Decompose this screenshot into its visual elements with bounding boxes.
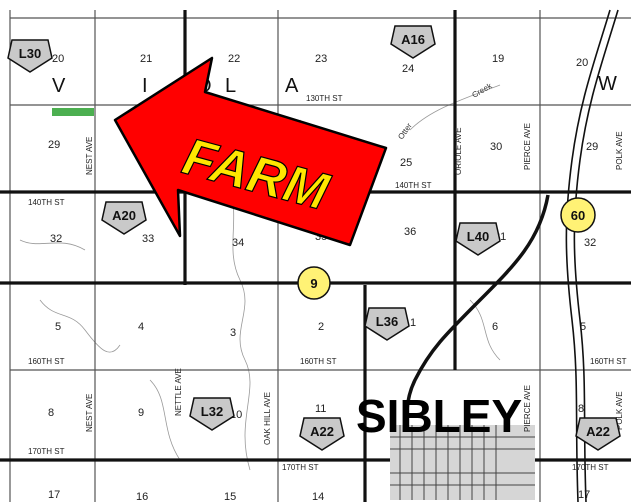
section-number: 16 <box>136 491 148 502</box>
section-number: 36 <box>404 226 416 238</box>
section-number: 23 <box>315 53 327 65</box>
section-number: 8 <box>48 407 54 419</box>
street-label: 160TH ST <box>300 357 337 366</box>
township-letter: A <box>285 75 300 97</box>
state-route-markers: 60 9 <box>297 197 596 300</box>
street-label: NEST AVE <box>85 394 94 432</box>
county-shield: L32 <box>189 397 235 431</box>
section-number: 24 <box>402 63 414 75</box>
street-label: POLK AVE <box>615 391 624 430</box>
street-label: 170TH ST <box>572 463 609 472</box>
section-number: 15 <box>224 491 236 502</box>
street-label: ORIOLE AVE <box>454 128 463 175</box>
svg-text:A20: A20 <box>112 208 136 223</box>
section-number: 9 <box>138 407 144 419</box>
section-number: 2 <box>318 321 324 333</box>
section-number: 14 <box>312 491 324 502</box>
railroad <box>565 9 619 502</box>
section-number: 22 <box>228 53 240 65</box>
county-shield: A20 <box>101 201 147 235</box>
section-number: 11 <box>315 403 326 415</box>
svg-text:60: 60 <box>571 208 585 223</box>
route-9-marker: 9 <box>297 266 331 300</box>
street-labels: 130TH ST 140TH ST 140TH ST 160TH ST 160T… <box>28 94 627 472</box>
county-shield: L30 <box>7 39 53 73</box>
city-street-grid <box>390 425 535 500</box>
street-label: POLK AVE <box>615 131 624 170</box>
svg-text:A22: A22 <box>310 424 334 439</box>
section-number: 33 <box>142 233 154 245</box>
arrow-icon <box>113 56 388 247</box>
section-numbers: 20 21 22 23 24 19 20 29 25 30 29 32 33 3… <box>48 53 598 502</box>
city-label: SIBLEY <box>356 390 522 442</box>
section-number: 5 <box>580 321 586 333</box>
section-number: 8 <box>578 403 584 415</box>
street-label: OAK HILL AVE <box>263 392 272 445</box>
section-number: 17 <box>578 489 590 501</box>
street-label: PIERCE AVE <box>523 385 532 432</box>
section-number: 1 <box>410 317 416 329</box>
street-label: 140TH ST <box>395 181 432 190</box>
township-letter: I <box>142 75 150 97</box>
farm-marker <box>52 108 94 116</box>
township-letter: V <box>52 75 67 97</box>
section-number: 19 <box>492 53 504 65</box>
section-number: 20 <box>52 53 64 65</box>
county-shield: A16 <box>390 25 436 59</box>
street-label: NETTLE AVE <box>174 368 183 416</box>
section-number: 25 <box>400 157 412 169</box>
svg-text:L32: L32 <box>201 404 223 419</box>
section-number: 29 <box>586 141 598 153</box>
county-shield: L40 <box>455 222 501 256</box>
section-number: 5 <box>55 321 61 333</box>
section-number: 29 <box>48 139 60 151</box>
avenue-labels: NEST AVE NEST AVE NETTLE AVE OAK HILL AV… <box>85 123 624 445</box>
township-letter: L <box>225 75 238 97</box>
street-label: 160TH ST <box>590 357 627 366</box>
section-number: 30 <box>490 141 502 153</box>
svg-text:L30: L30 <box>19 46 41 61</box>
section-number: 17 <box>48 489 60 501</box>
svg-text:A22: A22 <box>586 424 610 439</box>
minor-roads <box>9 10 631 502</box>
edge-letter: W <box>598 73 619 95</box>
street-label: 160TH ST <box>28 357 65 366</box>
highway-60 <box>404 194 550 471</box>
svg-text:9: 9 <box>310 276 317 291</box>
county-shield: L36 <box>364 307 410 341</box>
section-number: 32 <box>584 237 596 249</box>
street-label: 130TH ST <box>306 94 343 103</box>
street-label: PIERCE AVE <box>523 123 532 170</box>
street-label: 140TH ST <box>28 198 65 207</box>
street-label: 170TH ST <box>28 447 65 456</box>
route-60-marker: 60 <box>560 197 596 233</box>
county-road-shields: L30 A16 A20 L40 L36 L32 A22 A22 <box>7 25 621 451</box>
county-shield: A22 <box>575 417 621 451</box>
section-number: 32 <box>50 233 62 245</box>
section-number: 6 <box>492 321 498 333</box>
section-number: 34 <box>232 237 244 249</box>
section-number: 20 <box>576 57 588 69</box>
section-number: 3 <box>230 327 236 339</box>
section-number: 21 <box>140 53 152 65</box>
svg-text:L40: L40 <box>467 229 489 244</box>
street-label: 170TH ST <box>282 463 319 472</box>
county-shield: A22 <box>299 417 345 451</box>
street-label: NEST AVE <box>85 137 94 175</box>
section-number: 4 <box>138 321 144 333</box>
svg-text:L36: L36 <box>376 314 398 329</box>
svg-text:A16: A16 <box>401 32 425 47</box>
